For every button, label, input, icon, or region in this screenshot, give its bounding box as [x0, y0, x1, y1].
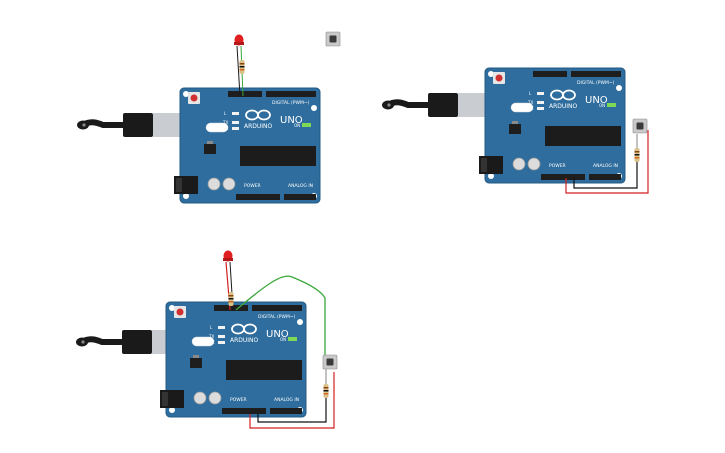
on-label: ON: [294, 123, 300, 128]
digital-label: DIGITAL (PWM~): [272, 100, 310, 106]
analog-label: ANALOG IN: [274, 397, 299, 403]
push-button[interactable]: [322, 354, 338, 370]
resistor[interactable]: [228, 292, 234, 306]
power-label: POWER: [549, 163, 566, 169]
board-model: UNO: [280, 115, 303, 126]
led[interactable]: [234, 34, 244, 46]
board-brand: ARDUINO: [549, 103, 578, 110]
circuit-top-left: ARDUINO UNO DIGITAL (PWM~) POWER ANALOG …: [77, 31, 341, 204]
analog-label: ANALOG IN: [288, 183, 313, 189]
wire-green[interactable]: [235, 275, 326, 356]
resistor[interactable]: [323, 384, 329, 398]
led-label-tx: TX: [222, 120, 228, 125]
arduino-uno-board[interactable]: ARDUINO UNO DIGITAL (PWM~) POWER ANALOG …: [478, 67, 626, 184]
circuit-top-right: ARDUINO UNO DIGITAL (PWM~) POWER ANALOG …: [382, 67, 649, 194]
wire-black[interactable]: [573, 162, 638, 189]
led-label-l: L: [529, 91, 532, 96]
usb-cable[interactable]: [382, 93, 488, 117]
push-button-standalone[interactable]: [325, 31, 341, 47]
resistor[interactable]: [634, 148, 640, 162]
led-label-l: L: [224, 111, 227, 116]
led-label-tx: TX: [208, 334, 214, 339]
led-label-l: L: [210, 325, 213, 330]
usb-cable[interactable]: [77, 113, 183, 137]
arduino-uno-board[interactable]: ARDUINO UNO DIGITAL (PWM~) POWER ANALOG …: [173, 87, 321, 204]
wire-red[interactable]: [565, 130, 649, 194]
digital-label: DIGITAL (PWM~): [577, 80, 615, 86]
led-label-rx: RX: [209, 340, 215, 345]
board-model: UNO: [266, 329, 289, 340]
board-model: UNO: [585, 95, 608, 106]
wire-black[interactable]: [257, 398, 327, 423]
led-label-tx: TX: [527, 100, 533, 105]
wire-red[interactable]: [249, 372, 335, 429]
board-brand: ARDUINO: [244, 123, 273, 130]
arduino-uno-board[interactable]: ARDUINO UNO DIGITAL (PWM~) POWER ANALOG …: [159, 301, 307, 418]
on-label: ON: [599, 103, 605, 108]
power-label: POWER: [230, 397, 247, 403]
analog-label: ANALOG IN: [593, 163, 618, 169]
led-label-rx: RX: [223, 126, 229, 131]
power-label: POWER: [244, 183, 261, 189]
led[interactable]: [223, 250, 233, 262]
on-label: ON: [280, 337, 286, 342]
resistor[interactable]: [239, 60, 245, 74]
led-leg-cathode: [236, 45, 241, 97]
led-label-rx: RX: [528, 106, 534, 111]
digital-label: DIGITAL (PWM~): [258, 314, 296, 320]
push-button[interactable]: [632, 118, 648, 134]
board-brand: ARDUINO: [230, 337, 259, 344]
circuit-bottom: ARDUINO UNO DIGITAL (PWM~) POWER ANALOG …: [76, 250, 338, 429]
